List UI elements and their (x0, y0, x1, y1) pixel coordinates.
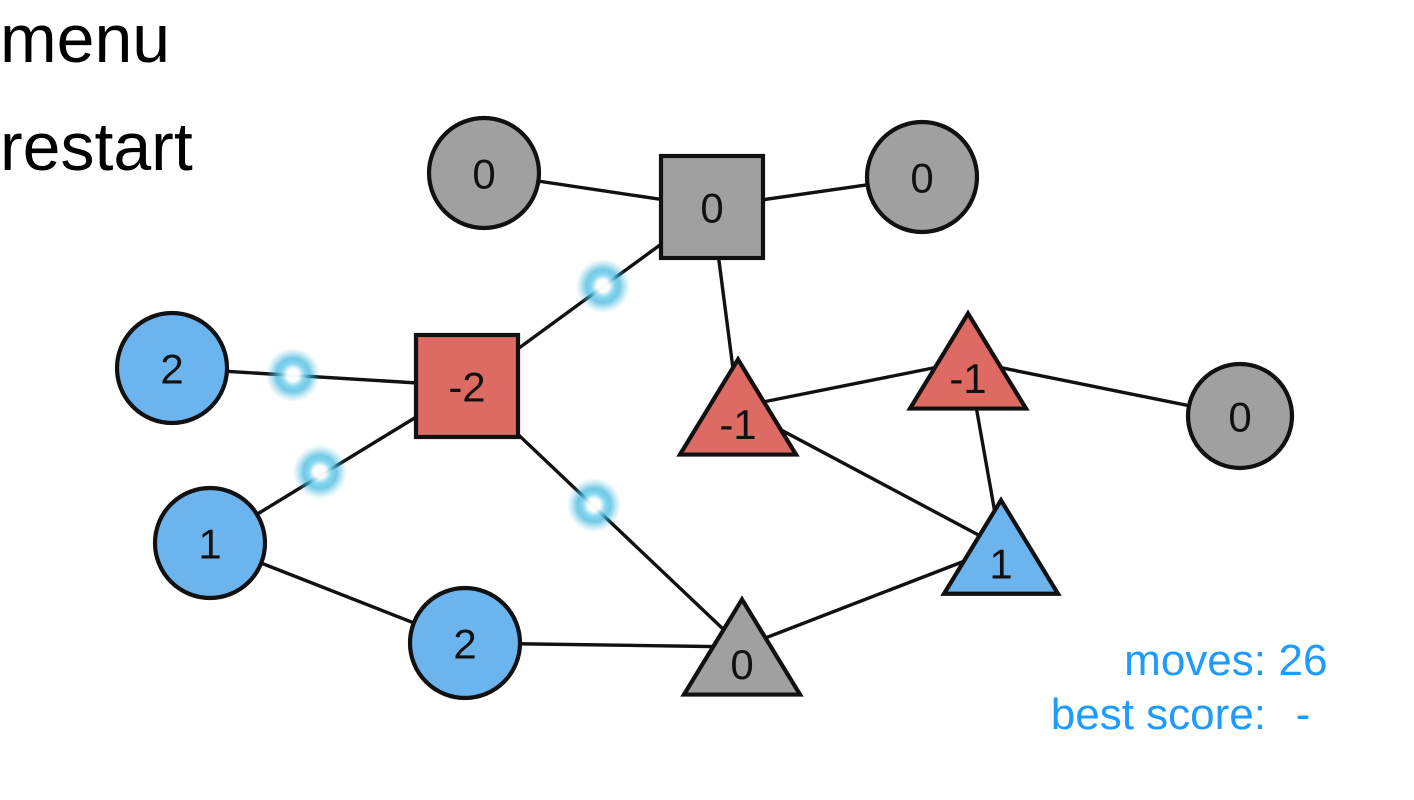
graph-node-circle-blue[interactable]: 1 (152, 485, 268, 601)
graph-node-circle-gray[interactable]: 0 (1185, 361, 1295, 471)
node-shape (114, 310, 230, 426)
best-score-row: best score: - (1051, 688, 1340, 742)
node-shape (152, 485, 268, 601)
restart-button[interactable]: restart (0, 109, 193, 185)
graph-node-triangle-blue[interactable]: 1 (940, 496, 1062, 596)
graph-node-circle-gray[interactable]: 0 (426, 115, 542, 231)
node-shape (680, 595, 804, 697)
moves-row: moves: 26 (1051, 634, 1340, 688)
graph-node-circle-blue[interactable]: 2 (407, 585, 523, 701)
node-shape (940, 496, 1062, 596)
graph-node-square-gray[interactable]: 0 (658, 153, 766, 261)
graph-node-square-red[interactable]: -2 (413, 332, 521, 440)
node-shape (413, 332, 521, 440)
graph-node-circle-blue[interactable]: 2 (114, 310, 230, 426)
node-shape (407, 585, 523, 701)
moves-value: 26 (1278, 636, 1328, 685)
edge-glow-marker-icon[interactable] (576, 259, 630, 313)
glow-layer (266, 259, 630, 532)
node-shape (658, 153, 766, 261)
graph-edge[interactable] (737, 359, 969, 409)
edge-glow-marker-icon[interactable] (293, 445, 347, 499)
node-shape (1185, 361, 1295, 471)
best-score-label: best score: (1050, 689, 1266, 739)
node-shape (426, 115, 542, 231)
moves-label: moves: (1124, 636, 1266, 685)
node-shape (676, 355, 800, 457)
menu-button[interactable]: menu (0, 1, 171, 77)
edge-glow-marker-icon[interactable] (567, 478, 621, 532)
node-shape (864, 119, 980, 235)
best-score-value: - (1295, 689, 1311, 739)
score-panel: moves: 26 best score: - (1051, 634, 1340, 741)
graph-node-triangle-red[interactable]: -1 (676, 355, 800, 457)
graph-node-circle-gray[interactable]: 0 (864, 119, 980, 235)
edge-glow-marker-icon[interactable] (266, 348, 320, 402)
node-shape (906, 309, 1030, 411)
graph-node-triangle-red[interactable]: -1 (906, 309, 1030, 411)
graph-edge[interactable] (741, 545, 1002, 649)
